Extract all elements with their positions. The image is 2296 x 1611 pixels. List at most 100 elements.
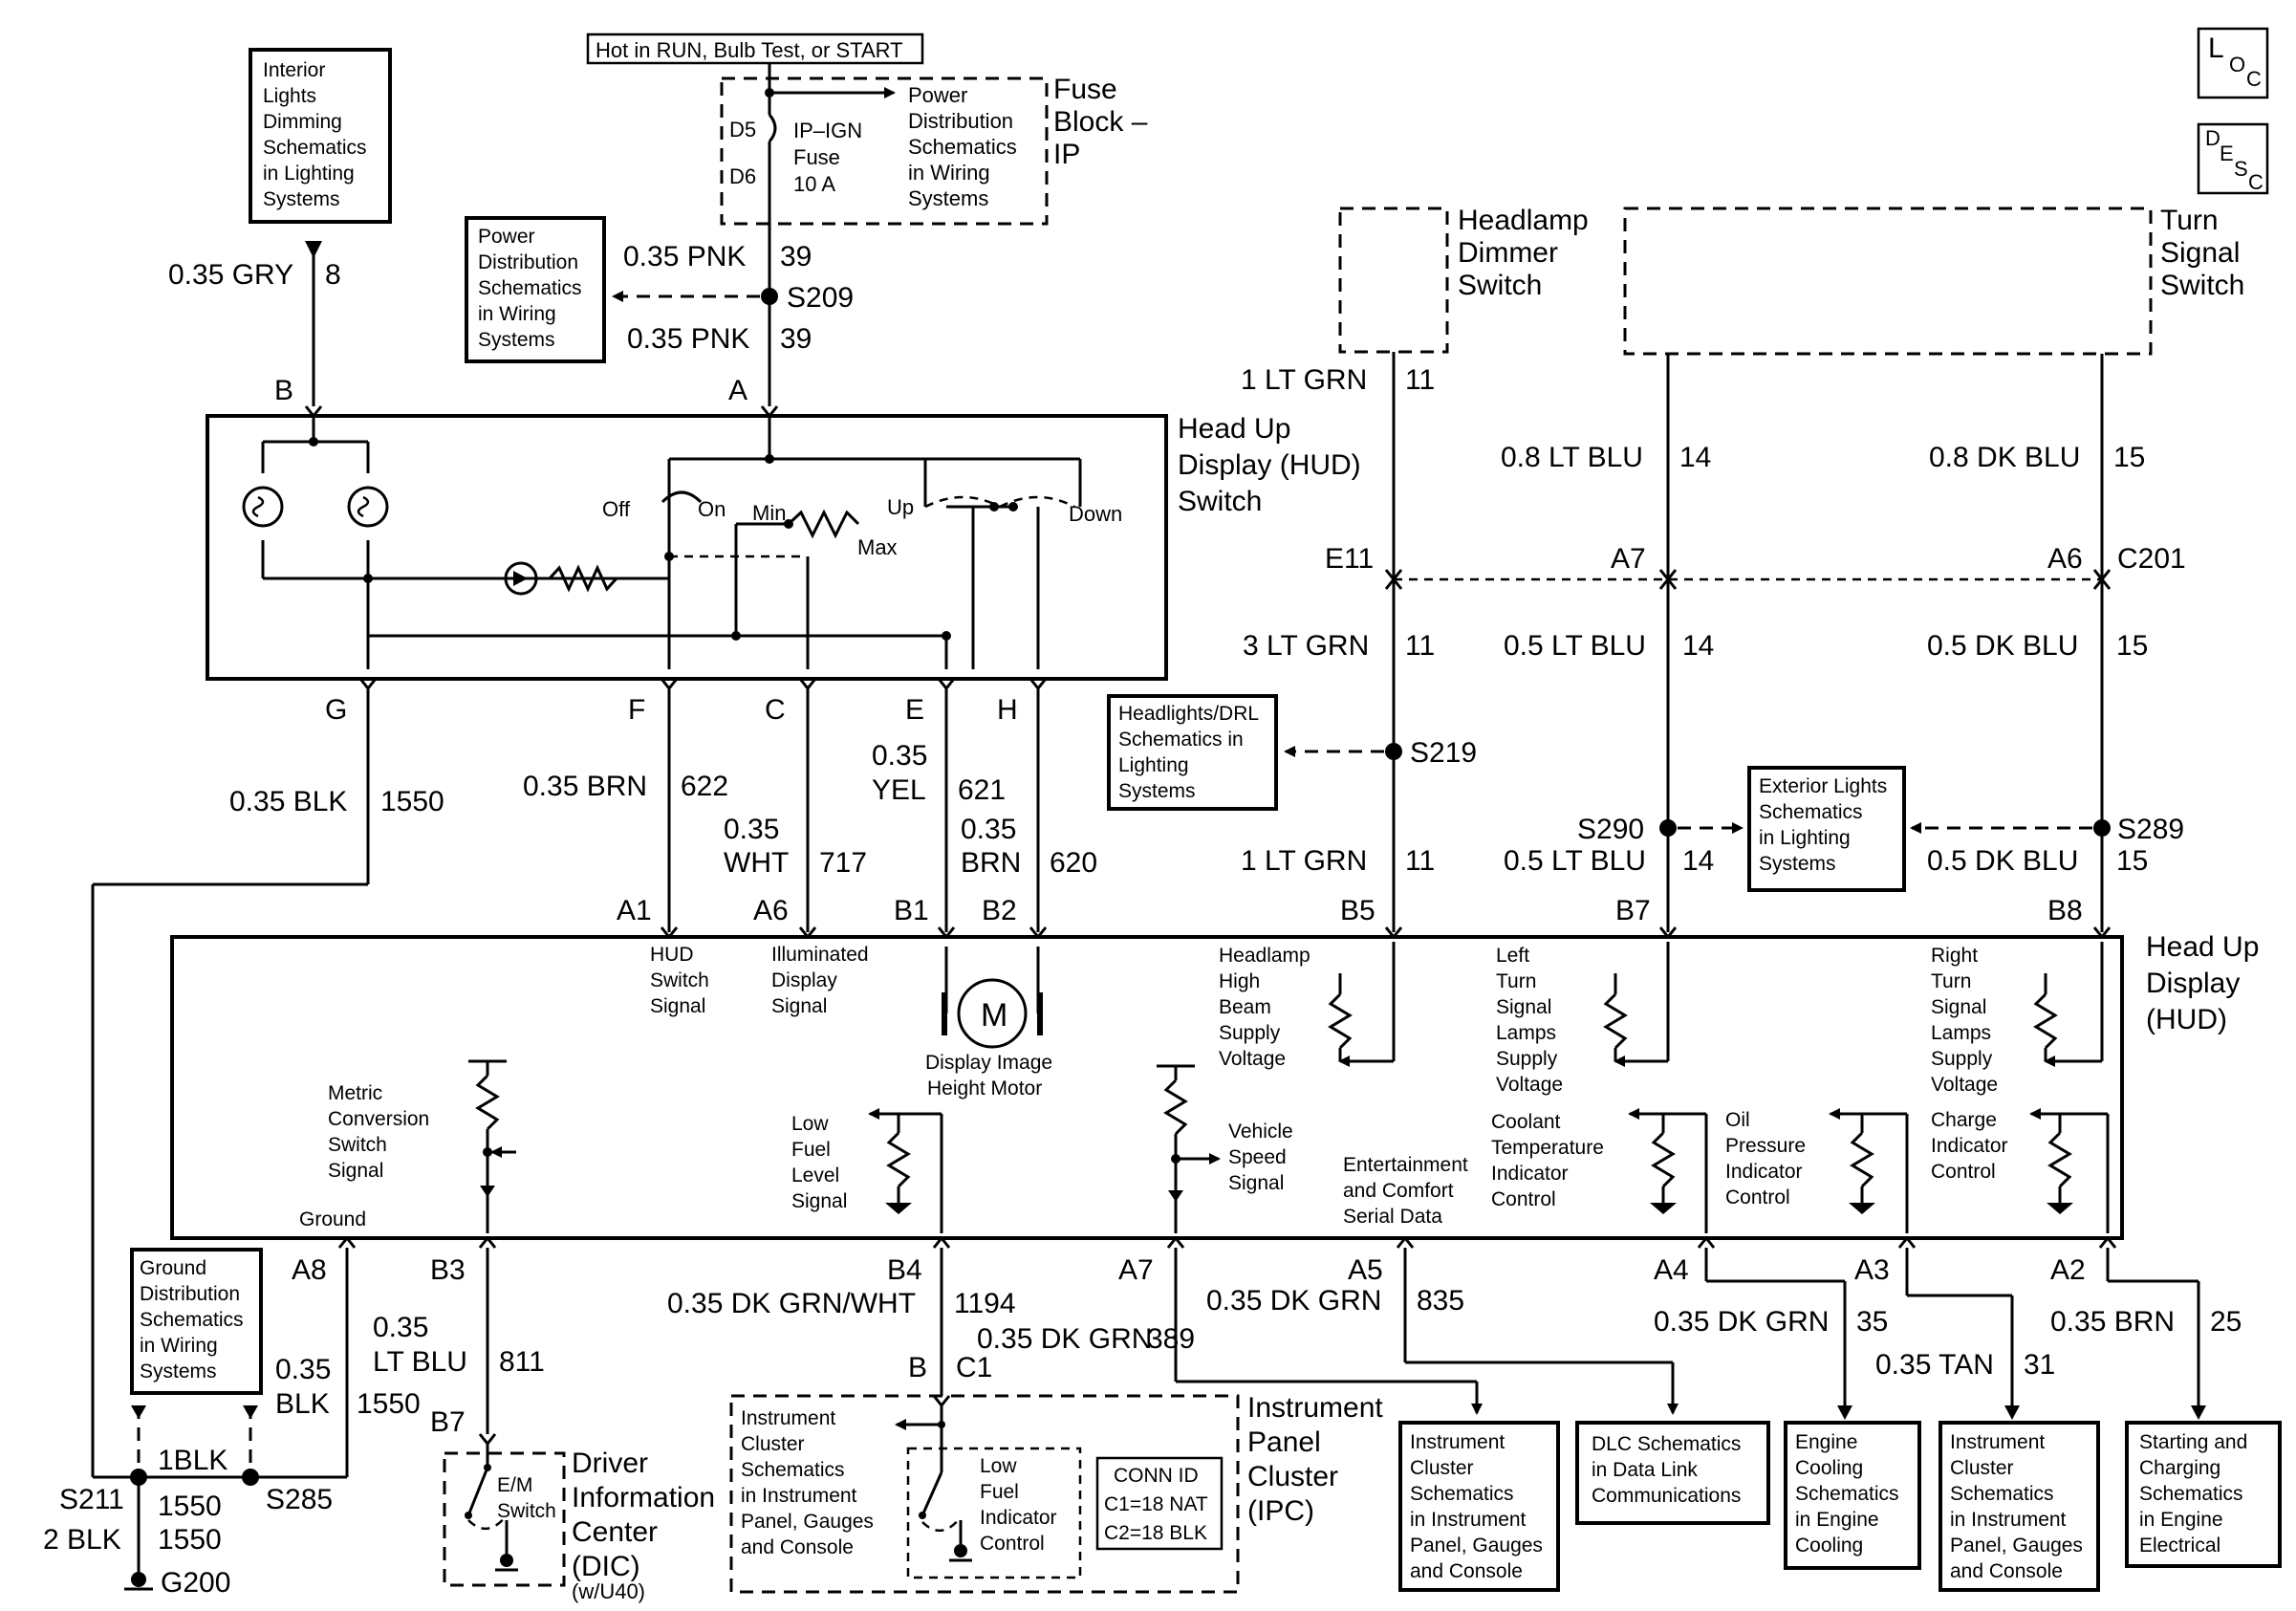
svg-text:Signal: Signal [650, 995, 705, 1017]
svg-text:1550: 1550 [357, 1388, 421, 1420]
svg-text:Systems: Systems [908, 186, 988, 210]
svg-text:in Wiring: in Wiring [908, 161, 990, 185]
svg-text:Conversion: Conversion [328, 1108, 429, 1130]
headlights-drl-ref[interactable]: Headlights/DRL Schematics in Lighting Sy… [1107, 694, 1278, 811]
ipc-ref-1[interactable]: Instrument Cluster Schematics in Instrum… [1398, 1421, 1560, 1592]
svg-text:B7: B7 [430, 1406, 466, 1438]
svg-text:D5: D5 [729, 118, 756, 142]
svg-text:1550: 1550 [158, 1491, 222, 1522]
svg-text:Cluster: Cluster [1950, 1457, 2014, 1479]
svg-text:Panel, Gauges: Panel, Gauges [741, 1511, 874, 1533]
resistor-icon [548, 564, 618, 593]
turn-signal-switch: Turn Signal Switch [1623, 205, 2244, 356]
svg-text:Schematics: Schematics [1795, 1483, 1899, 1505]
svg-text:0.35 BLK: 0.35 BLK [229, 786, 347, 817]
svg-text:in Data Link: in Data Link [1592, 1459, 1698, 1481]
svg-text:Head Up: Head Up [1178, 413, 1290, 445]
svg-text:0.35 GRY: 0.35 GRY [168, 259, 293, 291]
svg-text:Indicator: Indicator [1491, 1163, 1569, 1185]
svg-text:S289: S289 [2117, 814, 2184, 845]
svg-text:Lights: Lights [263, 85, 316, 107]
svg-text:Signal: Signal [1931, 996, 1986, 1018]
svg-text:8: 8 [325, 259, 341, 291]
svg-text:Beam: Beam [1219, 996, 1271, 1018]
svg-text:Schematics: Schematics [908, 135, 1017, 159]
svg-text:C1=18 NAT: C1=18 NAT [1104, 1493, 1208, 1515]
svg-text:0.35: 0.35 [724, 814, 779, 845]
svg-text:E11: E11 [1325, 543, 1374, 575]
svg-text:31: 31 [2024, 1349, 2055, 1381]
svg-text:and Console: and Console [1950, 1560, 2063, 1582]
svg-text:Signal: Signal [771, 995, 827, 1017]
svg-text:Dimmer: Dimmer [1458, 237, 1558, 269]
svg-text:Schematics: Schematics [1759, 801, 1863, 823]
svg-text:E: E [905, 694, 924, 726]
svg-text:IP–IGN: IP–IGN [793, 119, 862, 142]
svg-text:15: 15 [2116, 630, 2148, 662]
ground-dist-ref[interactable]: Ground Distribution Schematics in Wiring… [130, 1248, 263, 1395]
svg-text:Panel, Gauges: Panel, Gauges [1950, 1535, 2083, 1557]
svg-text:Engine: Engine [1795, 1431, 1857, 1453]
svg-text:Systems: Systems [263, 188, 340, 210]
svg-text:Right: Right [1931, 945, 1978, 967]
svg-text:Turn: Turn [1931, 970, 1971, 992]
svg-text:15: 15 [2113, 442, 2145, 473]
svg-text:14: 14 [1682, 845, 1714, 877]
svg-text:Supply: Supply [1219, 1022, 1281, 1044]
svg-text:1 LT GRN: 1 LT GRN [1241, 845, 1367, 877]
ipc-ref-2[interactable]: Instrument Cluster Schematics in Instrum… [1939, 1421, 2100, 1592]
svg-text:Signal: Signal [1228, 1172, 1284, 1194]
svg-text:in Wiring: in Wiring [140, 1335, 218, 1357]
svg-text:622: 622 [681, 771, 728, 802]
dic-box: E/M Switch [443, 1444, 566, 1587]
svg-text:Control: Control [1491, 1188, 1556, 1210]
power-dist-ref[interactable]: Power Distribution Schematics in Wiring … [465, 216, 606, 363]
splice-s289 [2093, 819, 2111, 837]
svg-text:0.8 DK BLU: 0.8 DK BLU [1929, 442, 2080, 473]
svg-text:S290: S290 [1577, 814, 1644, 845]
svg-text:Down: Down [1069, 502, 1122, 526]
svg-text:BRN: BRN [961, 847, 1021, 879]
svg-text:717: 717 [819, 847, 867, 879]
svg-text:0.35 DK GRN: 0.35 DK GRN [1206, 1285, 1381, 1317]
svg-text:Signal: Signal [791, 1190, 847, 1212]
desc-icon: D E S C [2197, 122, 2269, 195]
svg-text:(DIC): (DIC) [572, 1551, 640, 1582]
svg-text:Instrument: Instrument [1410, 1431, 1505, 1453]
svg-text:Electrical: Electrical [2139, 1535, 2220, 1557]
svg-text:Control: Control [980, 1533, 1045, 1555]
svg-text:A6: A6 [753, 895, 789, 926]
svg-text:Turn: Turn [2160, 205, 2219, 236]
svg-text:Headlamp: Headlamp [1458, 205, 1589, 236]
dlc-ref[interactable]: DLC Schematics in Data Link Communicatio… [1575, 1421, 1770, 1525]
svg-text:11: 11 [1405, 364, 1435, 396]
svg-text:Temperature: Temperature [1491, 1137, 1604, 1159]
svg-text:Fuel: Fuel [980, 1481, 1019, 1503]
svg-text:A8: A8 [292, 1254, 327, 1286]
svg-text:IP: IP [1053, 139, 1080, 170]
svg-text:S209: S209 [787, 282, 854, 314]
svg-text:1550: 1550 [380, 786, 444, 817]
svg-text:Panel, Gauges: Panel, Gauges [1410, 1535, 1543, 1557]
starting-charging-ref[interactable]: Starting and Charging Schematics in Engi… [2125, 1421, 2282, 1568]
svg-text:Schematics: Schematics [263, 137, 367, 159]
svg-text:G: G [325, 694, 347, 726]
svg-text:Schematics: Schematics [140, 1309, 244, 1331]
hud-module: Head Up Display (HUD) A1 A6 B1 B2 B5 B7 … [170, 895, 2259, 1286]
svg-text:Indicator: Indicator [980, 1507, 1057, 1529]
engine-cooling-ref[interactable]: Engine Cooling Schematics in Engine Cool… [1784, 1421, 1921, 1570]
svg-text:in Instrument: in Instrument [1410, 1509, 1527, 1531]
svg-text:B4: B4 [887, 1254, 922, 1286]
svg-text:Instrument: Instrument [1950, 1431, 2045, 1453]
svg-text:11: 11 [1405, 845, 1435, 877]
svg-text:Cluster: Cluster [1410, 1457, 1474, 1479]
svg-text:Speed: Speed [1228, 1146, 1287, 1168]
interior-dimming-ref[interactable]: Interior Lights Dimming Schematics in Li… [249, 48, 392, 224]
svg-text:High: High [1219, 970, 1260, 992]
exterior-lights-ref[interactable]: Exterior Lights Schematics in Lighting S… [1747, 766, 1906, 892]
svg-text:2 BLK: 2 BLK [43, 1524, 121, 1556]
svg-text:Serial Data: Serial Data [1343, 1206, 1442, 1228]
svg-text:Driver: Driver [572, 1448, 648, 1479]
svg-text:Level: Level [791, 1165, 839, 1186]
svg-text:1194: 1194 [954, 1288, 1016, 1319]
